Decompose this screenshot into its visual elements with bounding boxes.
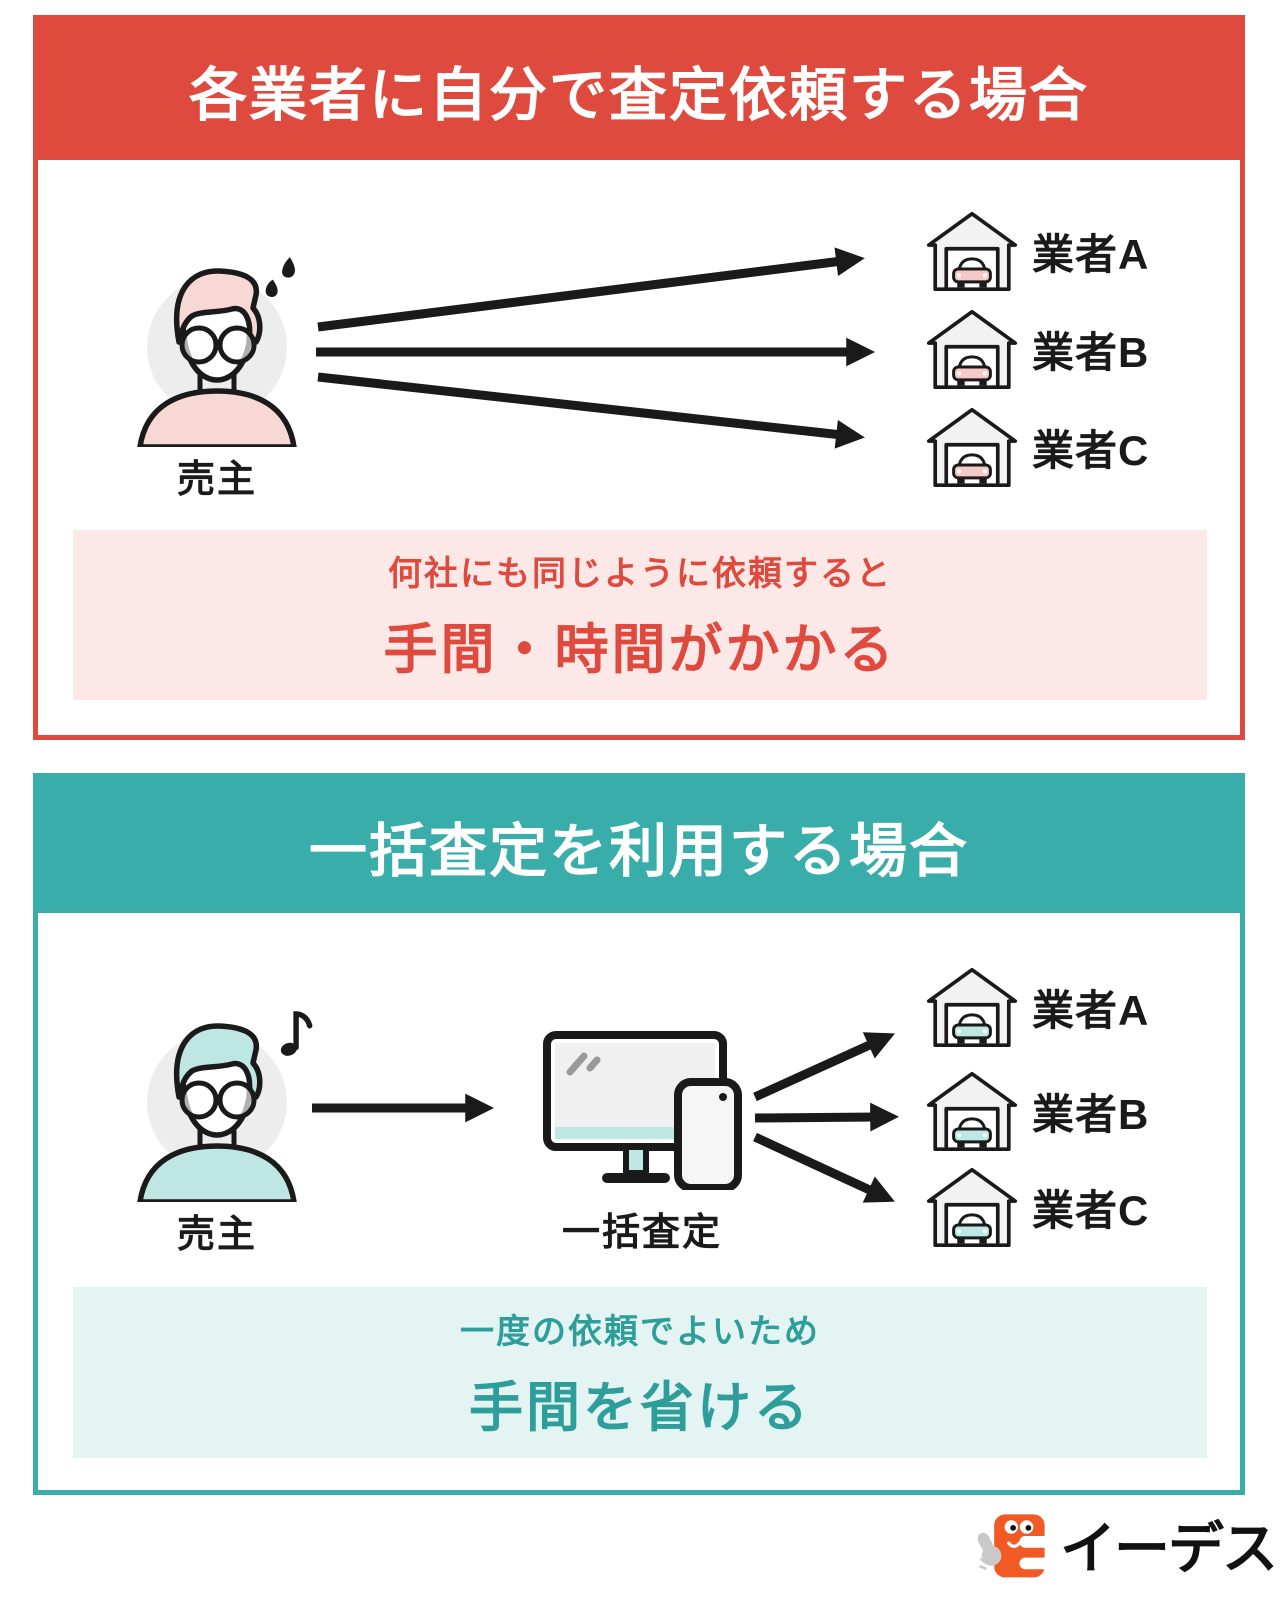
sweat-drops-icon bbox=[264, 252, 302, 308]
vendor-label: 業者A bbox=[1032, 231, 1150, 278]
garage-car-icon bbox=[926, 1167, 1018, 1248]
bulk-appraisal-title: 一括査定を利用する場合 bbox=[308, 818, 969, 884]
note-line-1: 一度の依頼でよいため bbox=[460, 1312, 820, 1351]
bulk-appraisal-note: 一度の依頼でよいため 手間を省ける bbox=[73, 1287, 1207, 1458]
seller-label: 売主 bbox=[176, 459, 257, 501]
vendor-row-b: 業者B bbox=[926, 1071, 1149, 1152]
orange-e-mascot-icon bbox=[978, 1509, 1050, 1581]
garage-car-icon bbox=[926, 967, 1018, 1048]
seller-label: 売主 bbox=[176, 1214, 257, 1256]
vendor-row-c: 業者C bbox=[926, 407, 1149, 488]
vendor-label: 業者C bbox=[1032, 1187, 1150, 1234]
brand-name: イーデス bbox=[1060, 1517, 1278, 1580]
vendor-label: 業者B bbox=[1032, 329, 1150, 376]
vendor-label: 業者B bbox=[1032, 1091, 1150, 1138]
site-logo: イーデス bbox=[978, 1504, 1278, 1585]
note-line-2: 手間を省ける bbox=[469, 1377, 811, 1438]
note-line-1: 何社にも同じように依頼すると bbox=[388, 555, 892, 593]
vendor-label: 業者A bbox=[1032, 987, 1150, 1034]
vendor-row-b: 業者B bbox=[926, 309, 1149, 390]
music-note-icon bbox=[278, 1006, 316, 1060]
vendor-row-a: 業者A bbox=[926, 211, 1149, 292]
self-request-note: 何社にも同じように依頼すると 手間・時間がかかる bbox=[73, 530, 1207, 700]
self-request-header: 各業者に自分で査定依頼する場合 bbox=[38, 20, 1240, 160]
note-line-2: 手間・時間がかかる bbox=[383, 620, 897, 680]
garage-car-icon bbox=[926, 407, 1018, 488]
vendor-row-c: 業者C bbox=[926, 1167, 1149, 1248]
self-request-title: 各業者に自分で査定依頼する場合 bbox=[188, 63, 1089, 128]
vendor-row-a: 業者A bbox=[926, 967, 1149, 1048]
bulk-appraisal-hub-label: 一括査定 bbox=[561, 1212, 722, 1254]
vendor-label: 業者C bbox=[1032, 427, 1150, 474]
desktop-smartphone-icon bbox=[542, 1030, 742, 1190]
garage-car-icon bbox=[926, 1071, 1018, 1152]
garage-car-icon bbox=[926, 309, 1018, 390]
garage-car-icon bbox=[926, 211, 1018, 292]
bulk-appraisal-header: 一括査定を利用する場合 bbox=[38, 778, 1240, 913]
